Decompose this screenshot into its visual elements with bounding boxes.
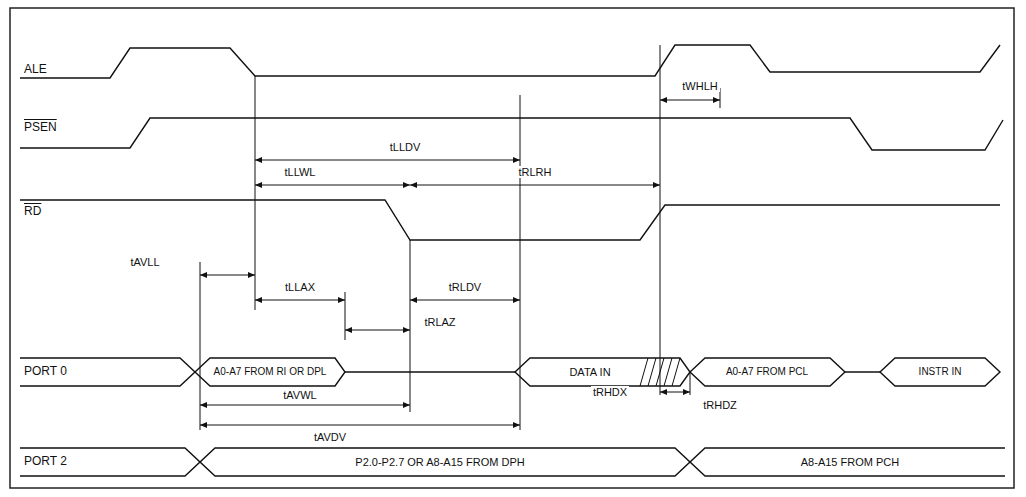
bus-value: A0-A7 FROM RI OR DPL [208, 366, 332, 378]
bus-value: A0-A7 FROM PCL [724, 366, 810, 378]
port0-bus [20, 358, 1000, 386]
frame [10, 8, 1014, 488]
timing-label: tAVDV [312, 431, 348, 444]
timing-label: tWHLH [680, 80, 719, 93]
bus-value: A8-A15 FROM PCH [799, 456, 901, 469]
signal-name: PORT 2 [22, 455, 69, 469]
bus-value: P2.0-P2.7 OR A8-A15 FROM DPH [353, 456, 526, 469]
bus-value: INSTR IN [917, 366, 964, 378]
timing-label: tLLAX [283, 281, 317, 294]
timing-label: tRHDX [591, 386, 629, 399]
timing-label: tAVWL [281, 389, 318, 402]
timing-label: tRLRH [516, 166, 553, 179]
ale-wave [20, 45, 1000, 78]
rd-wave [20, 200, 1000, 240]
signal-name: ALE [22, 63, 49, 77]
timing-arrows [200, 100, 720, 425]
timing-label: tRLDV [447, 281, 483, 294]
timing-label: tRLAZ [422, 316, 457, 329]
signal-name: RD [22, 205, 43, 219]
guide-lines [200, 45, 720, 430]
bus-value: DATA IN [567, 366, 612, 379]
timing-label: tRHDZ [701, 399, 739, 412]
timing-label: tLLDV [388, 141, 423, 154]
port2-bus [20, 448, 1005, 476]
signal-name: PSEN [22, 121, 59, 135]
timing-label: tAVLL [128, 256, 161, 269]
timing-label: tLLWL [283, 166, 318, 179]
signal-name: PORT 0 [22, 365, 69, 379]
psen-wave [20, 118, 1003, 150]
